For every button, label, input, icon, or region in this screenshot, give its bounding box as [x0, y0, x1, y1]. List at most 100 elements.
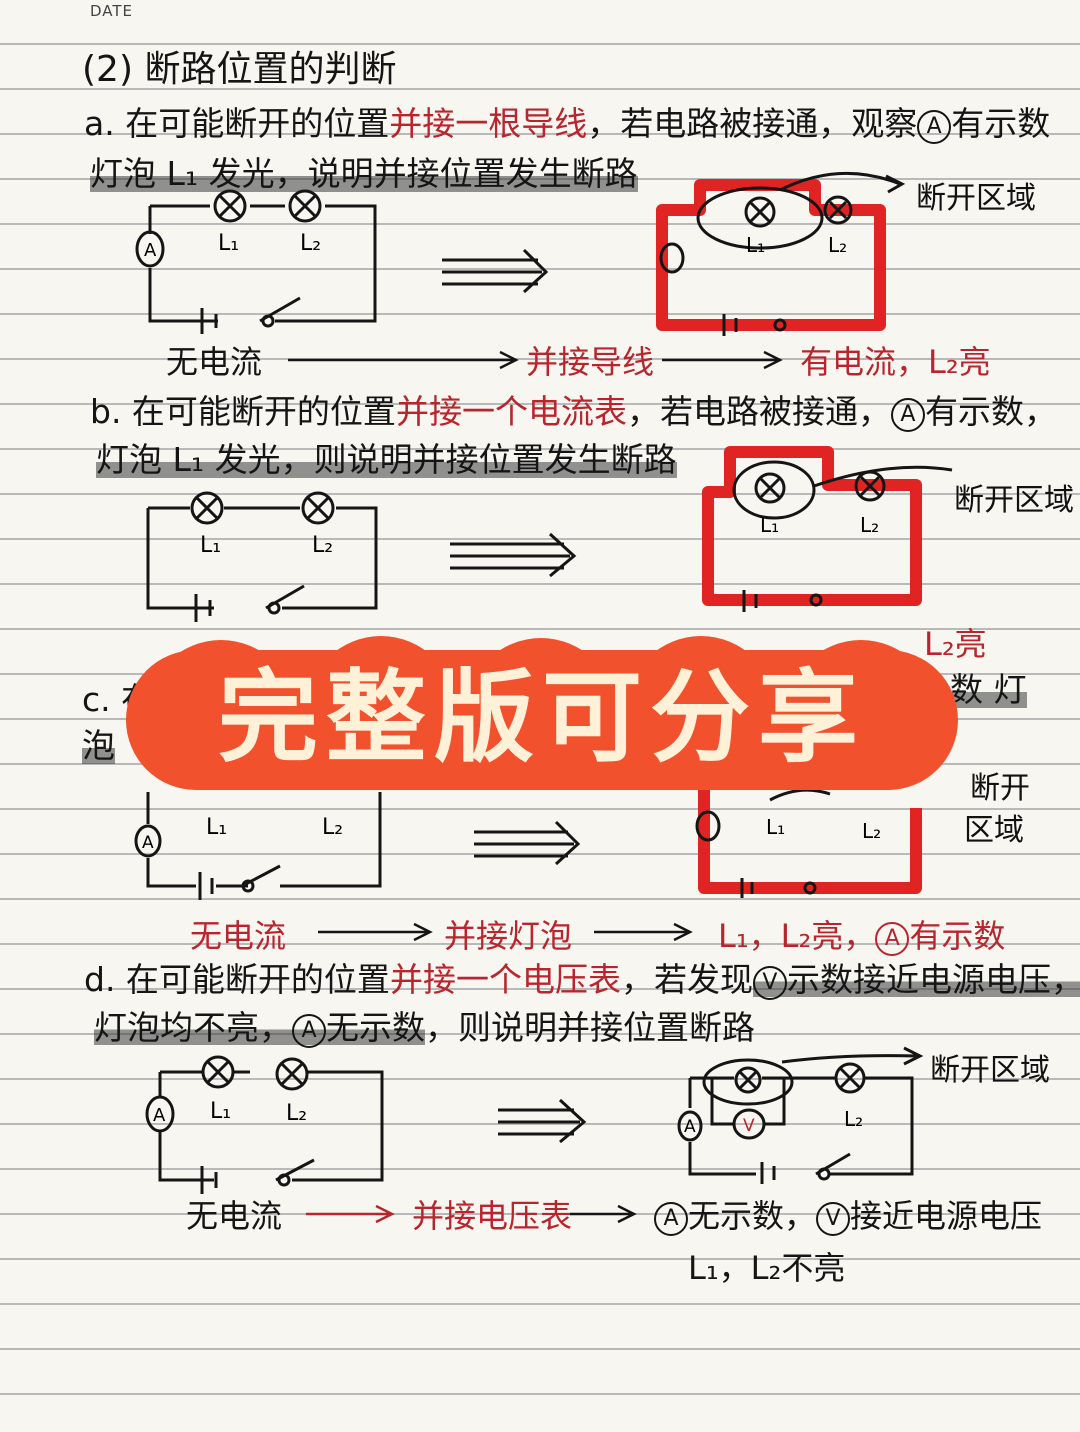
- d-region-label: 断开区域: [930, 1053, 1050, 1088]
- d-line2-prefix: 灯泡均不亮，: [94, 1008, 292, 1047]
- b-line1-red: 并接一个电流表: [395, 392, 627, 431]
- d-flow-end-v: 接近电源电压: [850, 1197, 1043, 1235]
- d-flow-end-line2: L₁，L₂不亮: [688, 1249, 846, 1287]
- share-banner: 完整版可分享: [126, 636, 958, 804]
- a-region-label: 断开区域: [916, 181, 1036, 216]
- d-line1-mid: ，若发现: [620, 960, 753, 999]
- b-flow-end-partial: L₂亮: [924, 625, 987, 663]
- c-circuit-left: A L₁ L₂: [134, 792, 382, 900]
- d-flow-arrow1: [306, 1204, 395, 1224]
- c-line2-prefix: 泡: [82, 726, 115, 766]
- b-line1-prefix: b. 在可能断开的位置: [90, 392, 396, 431]
- a-line1-red: 并接一根导线: [389, 104, 588, 143]
- banner-bump: [466, 638, 616, 788]
- lamp1-label: L₁: [200, 533, 221, 558]
- date-label: DATE: [90, 2, 134, 20]
- section-title: (2) 断路位置的判断: [82, 49, 397, 90]
- lamp2-label-red: L₂: [828, 233, 847, 257]
- banner-bump: [786, 640, 936, 790]
- a-flow-end: 有电流，L₂亮: [800, 343, 991, 381]
- lamp2-label: L₂: [286, 1101, 307, 1126]
- ammeter-symbol: A: [890, 398, 925, 432]
- c-line1-end: 数 灯: [950, 670, 1027, 710]
- lamp2-label: L₂: [312, 533, 333, 558]
- banner-bump: [306, 636, 456, 786]
- lamp1-label-red: L₁: [766, 815, 785, 839]
- banner-bump: [146, 640, 296, 790]
- a-line2: 灯泡 L₁ 发光，说明并接位置发生断路: [90, 154, 638, 194]
- ammeter-label: A: [684, 1117, 696, 1137]
- d-line1-prefix: d. 在可能断开的位置: [84, 960, 390, 999]
- d-line2-suffix: ，则说明并接位置断路: [425, 1008, 755, 1047]
- lamp2-label-red: L₂: [862, 819, 881, 843]
- lamp1-label: L₁: [206, 815, 227, 840]
- d-implies-arrow: [498, 1098, 587, 1144]
- a-flow-start: 无电流: [166, 343, 263, 381]
- d-line1-suffix: 示数接近电源电压，: [786, 960, 1080, 999]
- b-circuit-right: L₁ L₂: [702, 446, 953, 612]
- lamp1-label-red: L₁: [746, 233, 765, 257]
- ammeter-label: A: [144, 240, 157, 261]
- a-line1-suffix: 有示数: [951, 104, 1051, 143]
- a-flow-arrow2: [662, 350, 783, 370]
- d-line1-red: 并接一个电压表: [389, 960, 621, 999]
- c-flow-arrow1: [318, 922, 433, 942]
- voltmeter-symbol: V: [816, 1202, 851, 1236]
- lamp2-label: L₂: [844, 1107, 863, 1131]
- voltmeter-label: V: [743, 1116, 755, 1136]
- d-flow-arrow2: [570, 1204, 637, 1224]
- a-circuit-right: L₁ L₂: [656, 171, 906, 336]
- c-flow-arrow2: [594, 922, 693, 942]
- d-flow-start: 无电流: [186, 1197, 283, 1235]
- a-flow-mid: 并接导线: [526, 343, 655, 381]
- c-flow-end-prefix: L₁，L₂亮，: [718, 917, 876, 955]
- a-line1-prefix: a. 在可能断开的位置: [84, 104, 390, 143]
- ammeter-label: A: [142, 833, 154, 853]
- c-implies-arrow: [474, 820, 581, 866]
- b-implies-arrow: [450, 532, 577, 578]
- voltmeter-symbol: V: [752, 966, 787, 1000]
- banner-bump: [626, 636, 776, 786]
- a-circuit-left: A L₁ L₂: [135, 189, 377, 334]
- lamp2-label-red: L₂: [860, 513, 879, 537]
- lamp2-label: L₂: [322, 815, 343, 840]
- a-flow-arrow1: [288, 350, 519, 370]
- a-implies-arrow: [442, 248, 549, 294]
- ammeter-symbol: A: [654, 1202, 688, 1236]
- d-flow-mid: 并接电压表: [412, 1197, 573, 1235]
- d-line2-mid: 无示数: [326, 1008, 425, 1047]
- a-line1-mid: ，若电路被接通，观察: [587, 104, 918, 143]
- lamp1-label: L₁: [210, 1099, 231, 1124]
- d-circuit-right: V A L₂: [677, 1046, 924, 1184]
- lamp2-label: L₂: [300, 231, 321, 256]
- d-circuit-left: A L₁ L₂: [145, 1055, 384, 1194]
- ammeter-symbol: A: [917, 110, 952, 144]
- c-region-line2: 区域: [964, 813, 1024, 848]
- c-region-line1: 断开: [970, 771, 1030, 806]
- c-flow-end-suffix: 有示数: [909, 917, 1006, 955]
- ammeter-symbol: A: [875, 922, 910, 956]
- d-flow-end-a: 无示数，: [688, 1197, 817, 1235]
- b-line1-mid: ，若电路被接通，: [626, 392, 891, 431]
- c-flow-mid: 并接灯泡: [444, 917, 573, 955]
- lamp1-label-red: L₁: [760, 513, 779, 537]
- b-line1-suffix: 有示数，: [924, 392, 1057, 431]
- lamp1-label: L₁: [218, 231, 239, 256]
- b-region-label: 断开区域: [954, 483, 1074, 518]
- b-circuit-left: L₁ L₂: [146, 491, 378, 622]
- banner-text: 完整版可分享: [218, 659, 866, 776]
- b-line2: 灯泡 L₁ 发光，则说明并接位置发生断路: [96, 440, 677, 480]
- c-circuit-right: L₁ L₂: [695, 786, 922, 898]
- ammeter-symbol: A: [292, 1014, 326, 1048]
- ammeter-label: A: [153, 1105, 166, 1126]
- c-flow-start: 无电流: [190, 917, 287, 955]
